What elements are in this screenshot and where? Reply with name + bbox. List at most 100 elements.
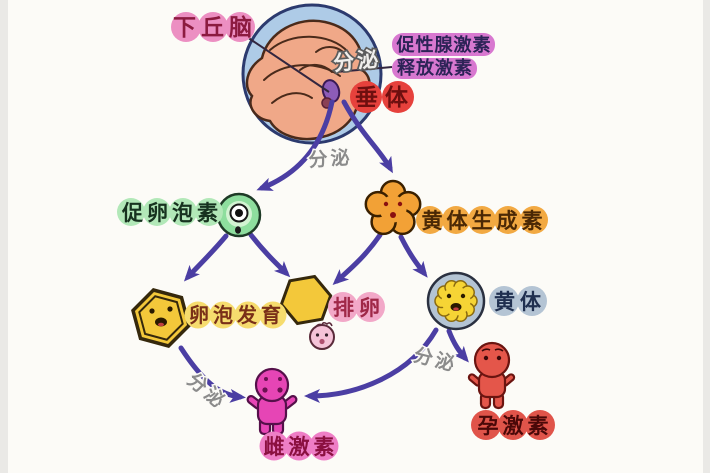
arrow-pituitary-to-fsh: [256, 99, 335, 191]
brain-fold-line: [263, 64, 341, 81]
follicle-hexagon-inner: [138, 295, 184, 341]
label-bubble: [225, 12, 255, 42]
follicle-eye: [149, 308, 155, 314]
progesterone-eyebrow: [481, 348, 491, 352]
secrete-annotation-pituitary: 分泌: [308, 146, 354, 172]
label-bubble: [117, 198, 145, 226]
label-bubble: [143, 198, 171, 226]
ovum-mouth: [319, 338, 325, 345]
label-bubble: [416, 206, 444, 234]
ovum-face: [309, 324, 335, 350]
hypothalamus-label: 下丘脑: [171, 12, 257, 42]
follicle-eye: [167, 306, 173, 312]
brain-fold-line: [315, 46, 347, 57]
hypothalamus-pointer-line: [246, 36, 330, 93]
hypothalamus-text: 下丘脑: [173, 14, 257, 41]
fsh-label: 促卵泡素: [117, 198, 223, 226]
label-highlight: [392, 58, 477, 79]
arrow-luteum-to-estrogen: [304, 327, 439, 403]
label-bubble: [169, 198, 197, 226]
lh-eye: [383, 201, 389, 207]
label-bubble: [350, 81, 382, 113]
label-bubble: [525, 410, 555, 440]
label-bubble: [198, 12, 228, 42]
arrow-lh-to-luteum: [398, 234, 428, 278]
arrow-pituitary-to-lh: [341, 99, 393, 174]
brain-illustration: [241, 3, 393, 145]
label-bubble: [355, 292, 385, 322]
label-bubble: [471, 410, 501, 440]
label-bubble: [328, 292, 358, 322]
arrow-fsh-to-follicle: [183, 233, 229, 282]
secrete-annotation-brain: 分泌: [332, 47, 382, 76]
lh-creature: [364, 179, 422, 236]
label-bubble: [259, 301, 287, 329]
label-bubble: [309, 431, 339, 461]
estrogen-creature: [246, 367, 298, 436]
label-bubble: [209, 301, 237, 329]
lh-mouth: [390, 212, 396, 218]
estrogen-cheek-dot: [262, 387, 268, 393]
gnrh-line1-text: 促性腺激素: [396, 34, 492, 56]
follicle-development-text: 卵泡发育: [189, 303, 285, 327]
progesterone-eye: [496, 355, 502, 361]
progesterone-text: 孕激素: [478, 414, 553, 438]
lh-label: 黄体生成素: [416, 206, 548, 234]
lh-text: 黄体生成素: [422, 209, 547, 233]
right-edge-smudge: [703, 0, 710, 473]
estrogen-cheek-dot: [277, 387, 283, 393]
estrogen-head: [254, 367, 290, 403]
gnrh-line2-text: 释放激素: [397, 57, 473, 79]
label-highlight: [392, 33, 495, 56]
pituitary-label: 垂体: [350, 81, 415, 113]
follicle-creature: [131, 288, 191, 348]
arrow-follicle-to-estrogen: [178, 345, 246, 403]
progesterone-head: [473, 341, 511, 379]
luteum-eye: [446, 293, 452, 299]
label-bubble: [259, 431, 289, 461]
gnrh-label: 促性腺激素 释放激素: [392, 33, 495, 79]
label-bubble: [171, 12, 201, 42]
corpus-luteum-text: 黄体: [494, 290, 546, 314]
ovulation-creature: [279, 274, 335, 350]
label-bubble: [498, 410, 528, 440]
lh-flower-center: [379, 195, 407, 223]
luteum-eye: [460, 293, 466, 299]
label-bubble: [234, 301, 262, 329]
progesterone-label: 孕激素: [471, 410, 555, 440]
fsh-mouth: [235, 226, 241, 234]
luteum-core: [441, 286, 471, 316]
fsh-creature: [216, 192, 262, 238]
lh-eye: [397, 201, 403, 207]
flow-arrows: [178, 99, 469, 403]
ovum-eye: [324, 333, 329, 337]
label-bubble: [489, 286, 519, 316]
pituitary-text: 垂体: [355, 85, 415, 111]
ovulation-label: 排卵: [328, 292, 385, 322]
secrete-annotation-follicle: 分泌: [183, 368, 232, 414]
ovum-hair: [314, 321, 333, 329]
estrogen-eye: [278, 377, 282, 381]
corpus-luteum-creature: [426, 271, 486, 331]
follicle-mouth: [155, 317, 167, 327]
corpus-luteum-label: 黄体: [489, 286, 547, 316]
label-bubble: [494, 206, 522, 234]
ovum-eye: [315, 333, 320, 337]
arrow-luteum-to-progesterone: [446, 328, 469, 363]
arrow-fsh-to-ovulation: [248, 232, 291, 278]
luteum-tongue: [453, 307, 459, 311]
progesterone-eye: [483, 355, 489, 361]
estrogen-text: 雌激素: [264, 435, 339, 459]
left-edge-smudge: [0, 0, 8, 473]
secrete-annotation-luteum: 分泌: [411, 343, 459, 376]
ovulation-text: 排卵: [333, 296, 385, 320]
label-bubble: [184, 301, 212, 329]
gnrh-pointer-line: [335, 66, 393, 73]
ovulation-hexagon: [279, 274, 333, 326]
fsh-pupil: [235, 209, 243, 217]
fsh-text: 促卵泡素: [121, 201, 222, 225]
label-bubble: [517, 286, 547, 316]
arrow-lh-to-ovulation: [332, 232, 383, 286]
follicle-development-label: 卵泡发育: [184, 301, 287, 329]
